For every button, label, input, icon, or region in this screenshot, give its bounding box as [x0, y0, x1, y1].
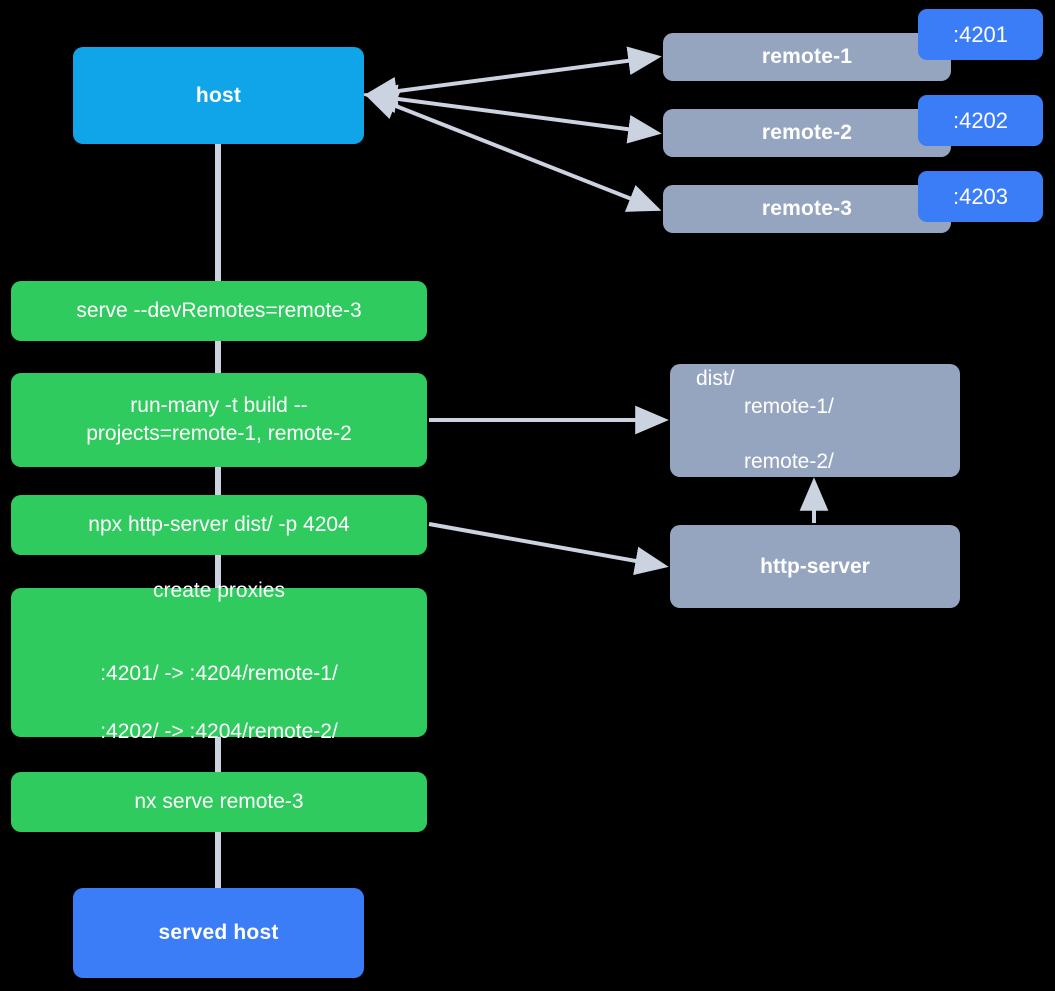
node-host[interactable]: host: [73, 47, 364, 144]
node-remote-3-label: remote-3: [761, 197, 853, 221]
node-dist-folder[interactable]: dist/ remote-1/ remote-2/: [670, 364, 960, 477]
node-dist-folder-line-1: dist/: [696, 367, 735, 391]
badge-port-remote-3[interactable]: :4203: [918, 171, 1043, 222]
step-run-many[interactable]: run-many -t build -- projects=remote-1, …: [11, 373, 427, 467]
node-served-host[interactable]: served host: [73, 888, 364, 978]
step-nx-serve-remote-3-label: nx serve remote-3: [134, 790, 304, 814]
node-dist-folder-body: dist/ remote-1/ remote-2/: [696, 337, 834, 503]
node-remote-1[interactable]: remote-1: [663, 33, 951, 81]
node-remote-2-label: remote-2: [761, 121, 853, 145]
node-http-server[interactable]: http-server: [670, 525, 960, 608]
edge-npx-httpserver: [428, 522, 669, 576]
step-serve-devremotes[interactable]: serve --devRemotes=remote-3: [11, 281, 427, 341]
edge-host-remote-2: [363, 84, 662, 144]
step-create-proxies-body: create proxies :4201/ -> :4204/remote-1/…: [11, 550, 427, 775]
step-npx-http-server[interactable]: npx http-server dist/ -p 4204: [11, 495, 427, 555]
node-remote-1-label: remote-1: [761, 45, 853, 69]
node-host-label: host: [195, 83, 242, 107]
step-create-proxies-title: create proxies: [153, 579, 285, 603]
edge-host-remote-3: [363, 92, 662, 212]
step-run-many-label-line-1: run-many -t build --: [130, 394, 308, 418]
node-remote-3[interactable]: remote-3: [663, 185, 951, 233]
node-served-host-label: served host: [158, 921, 279, 945]
node-dist-folder-line-2: remote-1/: [744, 394, 834, 418]
edge-host-remote-1: [363, 46, 662, 106]
badge-port-remote-2-label: :4202: [952, 107, 1009, 133]
node-remote-2[interactable]: remote-2: [663, 109, 951, 157]
step-nx-serve-remote-3[interactable]: nx serve remote-3: [11, 772, 427, 832]
badge-port-remote-3-label: :4203: [952, 183, 1009, 209]
step-create-proxies-map-2: :4202/ -> :4204/remote-2/: [100, 720, 338, 744]
step-npx-http-server-label: npx http-server dist/ -p 4204: [88, 513, 350, 537]
step-run-many-label-line-2: projects=remote-1, remote-2: [86, 422, 352, 445]
step-create-proxies[interactable]: create proxies :4201/ -> :4204/remote-1/…: [11, 579, 427, 743]
badge-port-remote-1[interactable]: :4201: [918, 9, 1043, 60]
node-http-server-label: http-server: [760, 554, 870, 578]
step-create-proxies-map-1: :4201/ -> :4204/remote-1/: [100, 661, 338, 685]
badge-port-remote-1-label: :4201: [952, 21, 1009, 47]
badge-port-remote-2[interactable]: :4202: [918, 95, 1043, 146]
step-serve-devremotes-label: serve --devRemotes=remote-3: [76, 299, 362, 323]
node-dist-folder-line-3: remote-2/: [744, 450, 834, 474]
